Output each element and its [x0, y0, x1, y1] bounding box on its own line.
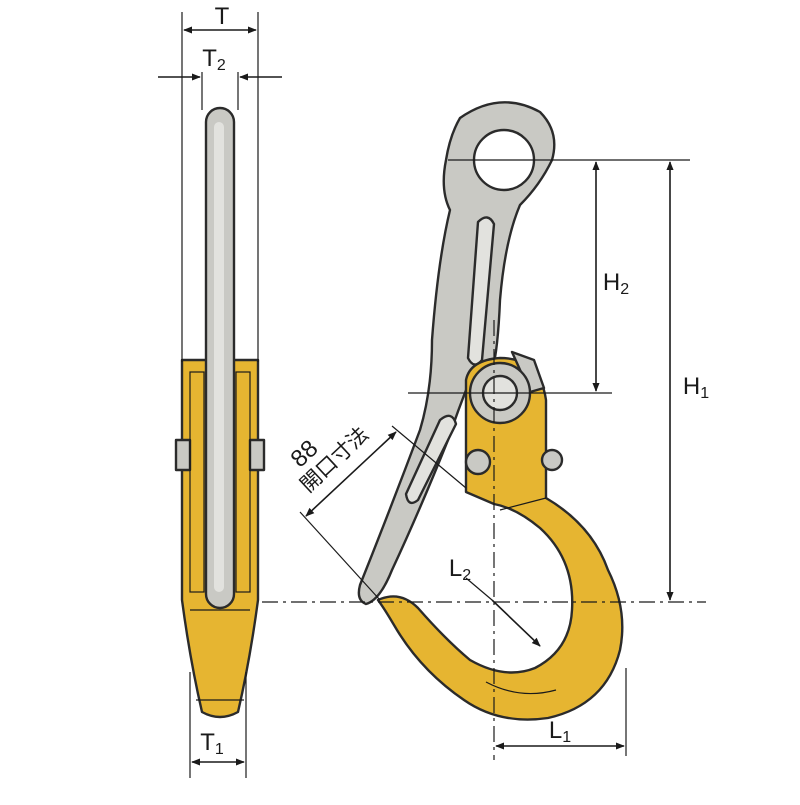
H1-label: H1 — [683, 373, 709, 402]
eye-latch-arm — [357, 101, 556, 606]
opening-ext-bottom — [299, 511, 381, 601]
hook-shading — [485, 681, 557, 695]
H2-label: H2 — [603, 269, 629, 298]
side-plate-right — [235, 371, 251, 593]
L1-label: L1 — [549, 717, 571, 746]
L2-leader — [465, 577, 493, 601]
side-pin-left — [174, 438, 192, 472]
hook-body — [376, 356, 624, 721]
L2-dimension-line — [491, 599, 541, 647]
side-hook-edge — [190, 609, 250, 701]
side-pin-right — [248, 438, 266, 472]
side-plate-left — [189, 371, 205, 593]
side-view: T T2 T1 — [158, 3, 282, 778]
lower-bolt — [464, 448, 492, 476]
T1-label: T1 — [200, 729, 224, 758]
opening-dimension-line — [305, 431, 397, 517]
front-view: H1 H2 L2 L1 88 開口寸法 — [262, 101, 709, 760]
opening-text-group: 88 開口寸法 — [286, 423, 374, 497]
keeper-pin — [540, 448, 564, 472]
T-label: T — [215, 3, 230, 30]
arm-slot-upper — [466, 216, 496, 366]
T2-label: T2 — [202, 45, 226, 74]
side-shank-highlight — [214, 122, 224, 592]
hook-throat-edge — [499, 497, 547, 511]
L2-label: L2 — [449, 555, 471, 584]
opening-ext-top — [391, 425, 467, 489]
